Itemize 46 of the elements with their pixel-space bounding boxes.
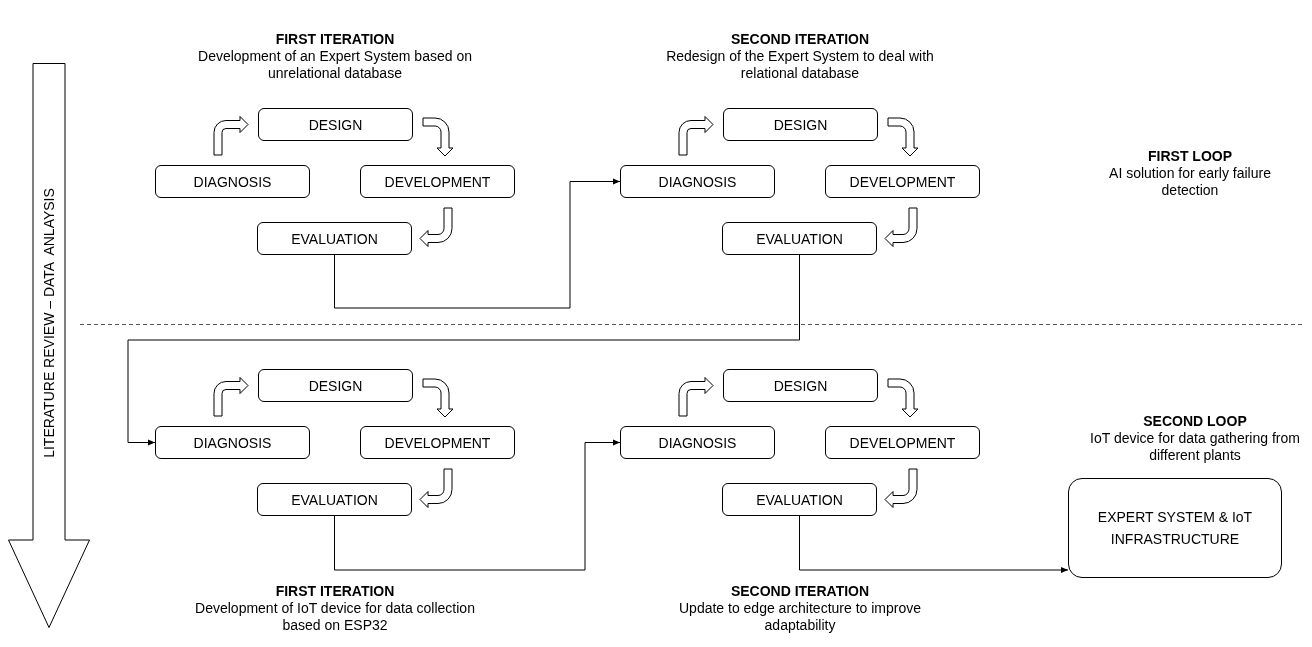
curved-block-arrow (422, 378, 454, 418)
section-heading: SECOND ITERATION (729, 31, 871, 48)
section-heading: FIRST ITERATION (274, 31, 396, 48)
curved-block-arrow (422, 117, 454, 157)
curved-block-arrow (884, 207, 918, 247)
band-label: LITERATURE REVIEW – DATA ANLAYSIS (41, 188, 57, 458)
curved-block-arrow (419, 468, 453, 508)
process-box: EVALUATION (257, 483, 412, 516)
process-box: EVALUATION (722, 222, 877, 255)
connector-arrow (334, 439, 621, 571)
section-description: Development of an Expert System based on unrelational database (197, 48, 473, 82)
process-box: DIAGNOSIS (155, 426, 310, 459)
process-box: DESIGN (258, 108, 413, 141)
connector-arrow (799, 515, 1069, 573)
connector-arrow (334, 178, 621, 309)
process-box: DESIGN (723, 108, 878, 141)
process-box: DEVELOPMENT (825, 165, 980, 198)
section-heading: FIRST LOOP (1147, 148, 1233, 165)
curved-block-arrow (678, 377, 714, 417)
section-description: IoT device for data gathering from different plants (1089, 430, 1301, 464)
section-heading: SECOND LOOP (1142, 413, 1248, 430)
connector-arrow (127, 254, 800, 446)
process-box: EVALUATION (722, 483, 877, 516)
section-heading: SECOND ITERATION (729, 583, 871, 600)
section-description: Update to edge architecture to improve adaptability (678, 600, 922, 634)
process-box: DEVELOPMENT (825, 426, 980, 459)
curved-block-arrow (678, 116, 714, 156)
curved-block-arrow (887, 378, 919, 418)
curved-block-arrow (213, 377, 249, 417)
process-box: DIAGNOSIS (155, 165, 310, 198)
process-box: DEVELOPMENT (360, 426, 515, 459)
section-description: Development of IoT device for data collection based on ESP32 (194, 600, 476, 634)
section-description: Redesign of the Expert System to deal with relational database (665, 48, 935, 82)
process-box: DESIGN (258, 369, 413, 402)
process-box: DEVELOPMENT (360, 165, 515, 198)
curved-block-arrow (887, 117, 919, 157)
process-box: DIAGNOSIS (620, 426, 775, 459)
section-heading: FIRST ITERATION (274, 583, 396, 600)
result-box: EXPERT SYSTEM & IoT INFRASTRUCTURE (1068, 478, 1282, 578)
curved-block-arrow (213, 116, 249, 156)
curved-block-arrow (884, 468, 918, 508)
process-box: DIAGNOSIS (620, 165, 775, 198)
process-box: DESIGN (723, 369, 878, 402)
process-box: EVALUATION (257, 222, 412, 255)
section-description: AI solution for early failure detection (1108, 165, 1272, 199)
curved-block-arrow (419, 207, 453, 247)
